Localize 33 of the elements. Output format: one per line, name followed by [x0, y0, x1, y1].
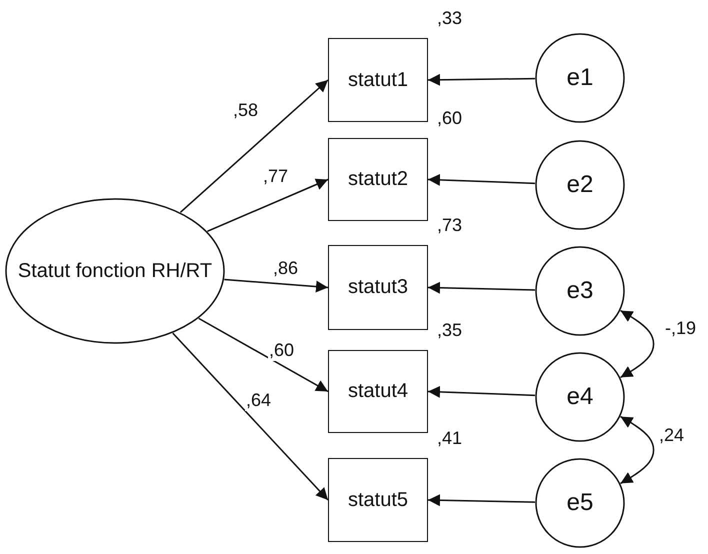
- observed-variable-box: statut2: [328, 138, 428, 221]
- covariance-arrow: [620, 416, 654, 484]
- path-arrow: [428, 494, 536, 506]
- observed-variable-box: statut1: [328, 38, 428, 122]
- path-arrow: [428, 174, 536, 186]
- edge-label: ,24: [658, 425, 686, 446]
- edge-label: -,19: [664, 318, 698, 339]
- error-term-circle: e1: [535, 33, 625, 123]
- path-arrow: [428, 282, 536, 294]
- r-squared-value: ,60: [436, 108, 464, 129]
- path-arrow: [428, 386, 536, 398]
- covariance-arrow: [620, 310, 654, 378]
- error-term-circle: e2: [535, 140, 625, 230]
- path-arrow: [180, 79, 328, 213]
- edge-label: ,64: [245, 390, 272, 411]
- path-arrow: [224, 278, 328, 293]
- latent-variable-ellipse: Statut fonction RH/RT: [5, 198, 225, 344]
- edge-label: ,58: [232, 100, 260, 121]
- path-arrow: [198, 318, 328, 392]
- r-squared-value: ,33: [436, 8, 464, 29]
- observed-variable-box: statut5: [328, 458, 428, 542]
- path-arrow: [207, 178, 328, 232]
- observed-variable-box: statut3: [328, 245, 428, 330]
- error-term-circle: e5: [535, 458, 625, 548]
- path-arrow: [172, 332, 329, 501]
- r-squared-value: ,35: [436, 320, 464, 341]
- edge-label: ,86: [272, 258, 300, 279]
- edge-label: ,60: [268, 340, 296, 361]
- path-arrow: [428, 74, 536, 86]
- r-squared-value: ,73: [436, 215, 464, 236]
- error-term-circle: e3: [535, 246, 625, 336]
- observed-variable-box: statut4: [328, 350, 428, 433]
- error-term-circle: e4: [535, 352, 625, 442]
